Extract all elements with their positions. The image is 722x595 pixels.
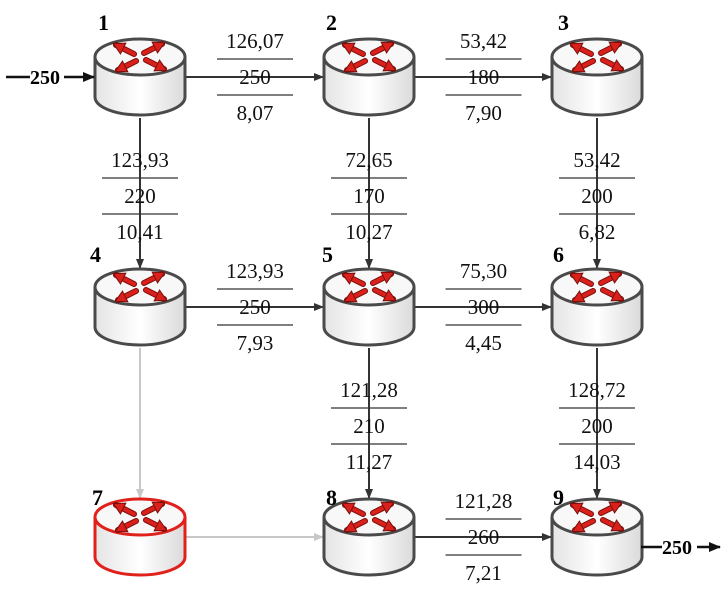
link-delay-label: 7,90	[465, 101, 502, 125]
router-2[interactable]	[322, 37, 416, 117]
router-number: 8	[326, 485, 337, 510]
router-icon	[569, 271, 625, 303]
link-4-5: 123,93 250 7,93	[185, 259, 324, 355]
router-number: 5	[322, 242, 333, 267]
link-3-6: 53,42 200 6,82	[559, 118, 635, 269]
router-number: 4	[90, 242, 101, 267]
input-flow-label: 250	[30, 67, 60, 89]
link-capacity-label: 260	[468, 525, 500, 549]
router-icon	[569, 41, 625, 73]
link-capacity-label: 210	[353, 414, 385, 438]
link-flow-label: 121,28	[340, 378, 398, 402]
link-6-9: 128,72 200 14,03	[559, 348, 635, 499]
output-flow-label: 250	[662, 537, 692, 559]
link-delay-label: 14,03	[573, 450, 620, 474]
router-number: 2	[326, 10, 337, 35]
link-delay-label: 11,27	[346, 450, 392, 474]
link-delay-label: 4,45	[465, 331, 502, 355]
router-4[interactable]	[93, 267, 187, 347]
link-flow-label: 53,42	[460, 29, 507, 53]
link-capacity-label: 200	[581, 414, 613, 438]
router-1[interactable]	[93, 37, 187, 117]
link-delay-label: 6,82	[579, 220, 616, 244]
link-delay-label: 10,41	[116, 220, 163, 244]
link-flow-label: 123,93	[226, 259, 284, 283]
router-7[interactable]	[93, 497, 187, 577]
network-input: 250	[6, 67, 95, 89]
router-icon	[341, 501, 397, 533]
link-capacity-label: 300	[468, 295, 500, 319]
router-number: 7	[92, 485, 103, 510]
link-capacity-label: 200	[581, 184, 613, 208]
router-number: 6	[553, 242, 564, 267]
link-delay-label: 10,27	[345, 220, 392, 244]
network-output: 250	[641, 537, 721, 559]
link-flow-label: 128,72	[568, 378, 626, 402]
link-1-2: 126,07 250 8,07	[185, 29, 324, 125]
link-flow-label: 121,28	[455, 489, 513, 513]
link-5-6: 75,30 300 4,45	[414, 259, 552, 355]
router-icon	[112, 41, 168, 73]
link-2-5: 72,65 170 10,27	[331, 118, 407, 269]
link-capacity-label: 220	[124, 184, 156, 208]
link-5-8: 121,28 210 11,27	[331, 348, 407, 499]
router-number: 3	[558, 10, 569, 35]
router-icon	[569, 501, 625, 533]
link-delay-label: 7,93	[237, 331, 274, 355]
link-capacity-label: 250	[239, 295, 271, 319]
router-3[interactable]	[550, 37, 644, 117]
routers-layer: 1 2 3 4 5 6 7 8 9	[90, 10, 644, 577]
link-flow-label: 126,07	[226, 29, 284, 53]
link-2-3: 53,42 180 7,90	[414, 29, 552, 125]
router-8[interactable]	[322, 497, 416, 577]
router-icon	[341, 271, 397, 303]
links-layer: 126,07 250 8,07 53,42 180 7,90 123,93 220 10,41 7…	[102, 29, 635, 585]
router-icon	[112, 501, 168, 533]
router-6[interactable]	[550, 267, 644, 347]
router-number: 9	[553, 485, 564, 510]
router-icon	[112, 271, 168, 303]
link-flow-label: 72,65	[345, 148, 392, 172]
link-8-9: 121,28 260 7,21	[414, 489, 552, 585]
router-number: 1	[98, 10, 109, 35]
router-5[interactable]	[322, 267, 416, 347]
link-capacity-label: 250	[239, 65, 271, 89]
link-flow-label: 75,30	[460, 259, 507, 283]
link-flow-label: 53,42	[573, 148, 620, 172]
link-delay-label: 7,21	[465, 561, 502, 585]
link-delay-label: 8,07	[237, 101, 274, 125]
router-icon	[341, 41, 397, 73]
link-capacity-label: 180	[468, 65, 500, 89]
link-flow-label: 123,93	[111, 148, 169, 172]
router-9[interactable]	[550, 497, 644, 577]
link-capacity-label: 170	[353, 184, 385, 208]
link-1-4: 123,93 220 10,41	[102, 118, 178, 269]
